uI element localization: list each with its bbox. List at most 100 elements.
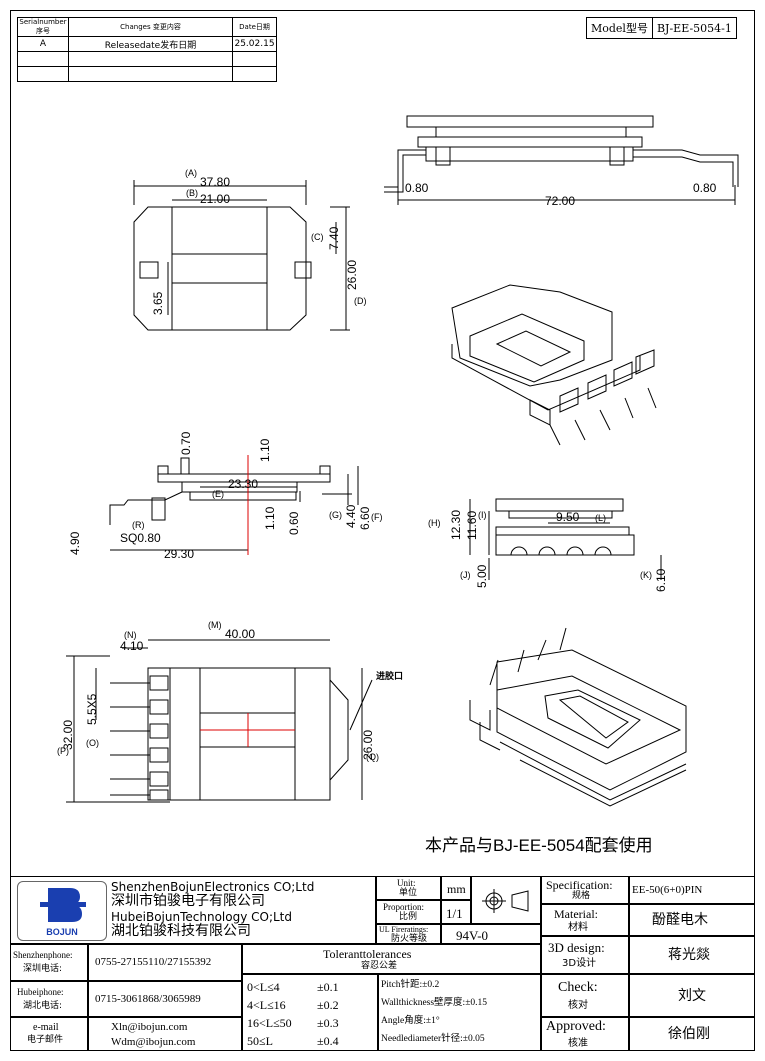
model-value: BJ-EE-5054-1 <box>651 17 737 39</box>
tolerance-value: ±0.3 <box>317 1016 339 1030</box>
company-name-en-1: ShenzhenBojunElectronics CO;Ltd <box>111 880 315 894</box>
dim-label-i: (I) <box>478 510 487 520</box>
tolerance-title-cn: 容忍公差 <box>361 961 398 971</box>
tolerance-range: 50≤L <box>247 1034 273 1048</box>
tolerance-note: Angle角度:±1° <box>381 1016 440 1026</box>
proportion-label-cn: 比例 <box>399 912 418 922</box>
dim-label-e: (E) <box>212 489 224 499</box>
dim-2600: 26.00 <box>345 260 359 290</box>
check-label-cn: 核对 <box>568 1000 588 1011</box>
tolerance-note: Needlediameter针径:±0.05 <box>381 1034 485 1044</box>
contact-email-2[interactable]: Wdm@ibojun.com <box>111 1036 196 1048</box>
model-box: Model型号 BJ-EE-5054-1 <box>586 17 737 39</box>
check-value: 刘文 <box>678 988 706 1004</box>
company-name-en-2: HubeiBojunTechnology CO;Ltd <box>111 910 292 924</box>
dim-label-c: (C) <box>311 232 324 242</box>
dim-740: 7.40 <box>327 226 341 250</box>
dim-110-top: 1.10 <box>258 438 272 462</box>
dim-label-p: (P) <box>57 746 69 756</box>
dim-660: 6.60 <box>358 506 372 530</box>
dim-2330: 23.30 <box>228 477 258 491</box>
spec-label-en: Specification: <box>546 878 613 892</box>
company-cell: BOJUN ShenzhenBojunElectronics CO;Ltd 深圳… <box>10 876 376 944</box>
ul-value: 94V-0 <box>456 928 489 943</box>
tolerance-notes: Pitch针距:±0.2 Wallthickness壁厚度:±0.15 Angl… <box>378 974 541 1051</box>
bojun-logo: BOJUN <box>40 888 86 937</box>
dim-1230: 12.30 <box>449 510 463 540</box>
approved-label-cn: 核准 <box>568 1038 588 1049</box>
dim-3200: 32.00 <box>61 720 75 750</box>
dim-080-left: 0.80 <box>405 181 429 195</box>
revision-table: Serialnumber序号 Changes 变更内容 Date日期 A Rel… <box>17 17 277 82</box>
dim-1160: 11.60 <box>465 511 479 540</box>
spec-value: EE-50(6+0)PIN <box>632 884 703 896</box>
proportion-label-en: Proportion: <box>383 902 425 912</box>
dim-label-b: (B) <box>186 188 198 198</box>
tolerance-value: ±0.2 <box>317 998 339 1012</box>
dim-label-n: (N) <box>124 630 137 640</box>
dim-365: 3.65 <box>151 291 165 315</box>
tolerance-note: Wallthickness壁厚度:±0.15 <box>381 998 488 1008</box>
dim-sq080: SQ0.80 <box>120 531 161 545</box>
dim-label-k: (K) <box>640 570 652 580</box>
unit-label-cn: 单位 <box>399 888 418 898</box>
dim-label-g: (G) <box>329 510 342 520</box>
spec-label-cn: 规格 <box>572 891 591 901</box>
dim-080-right: 0.80 <box>693 181 717 195</box>
tolerance-range: 4<L≤16 <box>247 998 286 1012</box>
top-view-window <box>171 206 268 331</box>
contact-hb-label-cn: 湖北电话: <box>23 1001 63 1011</box>
tolerance-value: ±0.4 <box>317 1034 339 1048</box>
rev-cell <box>232 66 277 82</box>
logo-text: BOJUN <box>46 927 78 937</box>
top-view-outline <box>133 206 307 331</box>
tolerance-range: 16<L≤50 <box>247 1016 292 1030</box>
tolerance-value: ±0.1 <box>317 980 339 994</box>
company-name-cn-2: 湖北铂骏科技有限公司 <box>111 923 251 939</box>
dim-110-bottom: 1.10 <box>263 506 277 530</box>
company-name-cn-1: 深圳市铂骏电子有限公司 <box>111 893 265 909</box>
logo-box: BOJUN <box>17 881 107 941</box>
approved-value: 徐伯刚 <box>668 1026 710 1042</box>
inlet-label: 进胶口 <box>376 670 403 681</box>
dim-610: 6.10 <box>654 568 668 592</box>
model-label: Model型号 <box>586 17 653 39</box>
tolerance-ranges: 0<L≤4 ±0.1 4<L≤16 ±0.2 16<L≤50 ±0.3 50≤L… <box>242 974 378 1051</box>
design3d-label-cn: 3D设计 <box>562 958 597 969</box>
dim-4000: 40.00 <box>225 627 255 641</box>
dim-label-f: (F) <box>371 512 383 522</box>
dim-label-h: (H) <box>428 518 441 528</box>
bottom-pins <box>110 675 169 801</box>
dim-55x5: 5.5X5 <box>85 693 99 725</box>
contact-sz-label-en: Shenzhenphone: <box>13 950 73 960</box>
dim-440: 4.40 <box>344 504 358 528</box>
contact-email-label-en: e-mail <box>33 1022 59 1033</box>
dim-label-l: (L) <box>595 513 606 523</box>
contact-sz-label-cn: 深圳电话: <box>23 964 63 974</box>
contact-hb-value: 0715-3061868/3065989 <box>95 993 201 1005</box>
ul-label-cn: 防火等级 <box>391 934 428 944</box>
approved-label-en: Approved: <box>546 1019 606 1034</box>
unit-label-en: Unit: <box>397 878 416 888</box>
contact-email-label-cn: 电子邮件 <box>27 1035 64 1045</box>
contact-hb-label-en: Hubeiphone: <box>17 987 64 997</box>
dim-3780: 37.80 <box>200 175 230 189</box>
dim-7200: 72.00 <box>545 194 575 208</box>
tolerance-range: 0<L≤4 <box>247 980 280 994</box>
dim-950: 9.50 <box>556 510 580 524</box>
dim-500: 5.00 <box>475 564 489 588</box>
dim-070: 0.70 <box>179 431 193 455</box>
ul-label-en: UL Fireratings: <box>379 925 429 934</box>
dim-2930: 29.30 <box>164 547 194 561</box>
dim-label-m: (M) <box>208 620 222 630</box>
projection-symbol <box>471 876 541 924</box>
dim-label-a: (A) <box>185 168 197 178</box>
proportion-value: 1/1 <box>446 906 463 921</box>
contact-sz-value: 0755-27155110/27155392 <box>95 956 212 968</box>
dim-410: 4.10 <box>120 639 144 653</box>
contact-email-1[interactable]: Xln@ibojun.com <box>111 1021 188 1033</box>
design3d-value: 蒋光燚 <box>668 947 710 963</box>
dim-label-o: (O) <box>86 738 99 748</box>
dim-label-q: (Q) <box>366 752 379 762</box>
check-label-en: Check: <box>558 980 598 995</box>
